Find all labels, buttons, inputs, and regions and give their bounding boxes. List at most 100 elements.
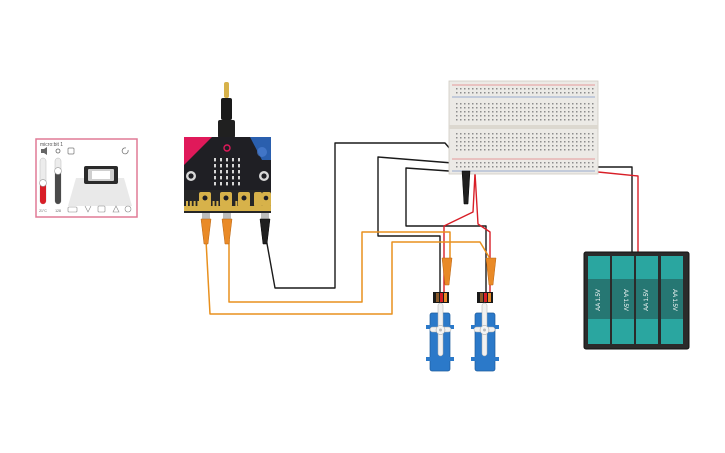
breadboard-hole[interactable] bbox=[472, 166, 474, 168]
breadboard-hole[interactable] bbox=[568, 111, 570, 113]
breadboard-hole[interactable] bbox=[532, 166, 534, 168]
breadboard-hole[interactable] bbox=[504, 162, 506, 164]
breadboard-hole[interactable] bbox=[472, 133, 474, 135]
breadboard-hole[interactable] bbox=[496, 133, 498, 135]
breadboard-hole[interactable] bbox=[512, 133, 514, 135]
breadboard-hole[interactable] bbox=[492, 166, 494, 168]
breadboard-hole[interactable] bbox=[516, 162, 518, 164]
breadboard-hole[interactable] bbox=[468, 137, 470, 139]
breadboard-hole[interactable] bbox=[524, 111, 526, 113]
breadboard-hole[interactable] bbox=[456, 141, 458, 143]
breadboard-hole[interactable] bbox=[532, 141, 534, 143]
breadboard-hole[interactable] bbox=[520, 107, 522, 109]
breadboard-hole[interactable] bbox=[508, 141, 510, 143]
breadboard-hole[interactable] bbox=[512, 103, 514, 105]
breadboard-hole[interactable] bbox=[536, 88, 538, 90]
breadboard-hole[interactable] bbox=[484, 162, 486, 164]
breadboard-hole[interactable] bbox=[580, 111, 582, 113]
breadboard-hole[interactable] bbox=[588, 111, 590, 113]
breadboard-hole[interactable] bbox=[456, 88, 458, 90]
breadboard-hole[interactable] bbox=[540, 92, 542, 94]
breadboard-hole[interactable] bbox=[572, 166, 574, 168]
breadboard-hole[interactable] bbox=[512, 149, 514, 151]
breadboard-hole[interactable] bbox=[460, 141, 462, 143]
breadboard-hole[interactable] bbox=[548, 119, 550, 121]
breadboard-hole[interactable] bbox=[460, 149, 462, 151]
breadboard[interactable] bbox=[448, 80, 599, 175]
breadboard-hole[interactable] bbox=[508, 133, 510, 135]
breadboard-hole[interactable] bbox=[564, 149, 566, 151]
breadboard-hole[interactable] bbox=[472, 115, 474, 117]
breadboard-hole[interactable] bbox=[484, 88, 486, 90]
breadboard-hole[interactable] bbox=[528, 133, 530, 135]
breadboard-hole[interactable] bbox=[488, 103, 490, 105]
breadboard-hole[interactable] bbox=[560, 149, 562, 151]
breadboard-hole[interactable] bbox=[484, 137, 486, 139]
breadboard-hole[interactable] bbox=[580, 166, 582, 168]
breadboard-hole[interactable] bbox=[540, 149, 542, 151]
breadboard-hole[interactable] bbox=[456, 149, 458, 151]
breadboard-hole[interactable] bbox=[504, 137, 506, 139]
breadboard-hole[interactable] bbox=[592, 119, 594, 121]
breadboard-hole[interactable] bbox=[520, 133, 522, 135]
breadboard-hole[interactable] bbox=[568, 133, 570, 135]
breadboard-hole[interactable] bbox=[556, 166, 558, 168]
breadboard-hole[interactable] bbox=[480, 141, 482, 143]
breadboard-hole[interactable] bbox=[492, 103, 494, 105]
alligator-clip-p0[interactable] bbox=[200, 213, 212, 245]
breadboard-hole[interactable] bbox=[496, 145, 498, 147]
breadboard-hole[interactable] bbox=[488, 141, 490, 143]
breadboard-hole[interactable] bbox=[468, 115, 470, 117]
breadboard-hole[interactable] bbox=[520, 162, 522, 164]
breadboard-hole[interactable] bbox=[508, 103, 510, 105]
temperature-slider[interactable] bbox=[39, 157, 47, 205]
breadboard-hole[interactable] bbox=[496, 88, 498, 90]
breadboard-hole[interactable] bbox=[464, 115, 466, 117]
breadboard-hole[interactable] bbox=[568, 137, 570, 139]
breadboard-hole[interactable] bbox=[560, 107, 562, 109]
breadboard-hole[interactable] bbox=[556, 88, 558, 90]
breadboard-hole[interactable] bbox=[472, 107, 474, 109]
pad-2[interactable] bbox=[238, 192, 250, 207]
gesture-shake-icon[interactable] bbox=[67, 206, 78, 213]
breadboard-hole[interactable] bbox=[516, 149, 518, 151]
breadboard-hole[interactable] bbox=[564, 119, 566, 121]
breadboard-hole[interactable] bbox=[580, 92, 582, 94]
breadboard-hole[interactable] bbox=[456, 119, 458, 121]
breadboard-hole[interactable] bbox=[460, 162, 462, 164]
breadboard-hole[interactable] bbox=[572, 88, 574, 90]
breadboard-hole[interactable] bbox=[488, 145, 490, 147]
breadboard-hole[interactable] bbox=[512, 137, 514, 139]
breadboard-hole[interactable] bbox=[564, 92, 566, 94]
breadboard-hole[interactable] bbox=[544, 149, 546, 151]
breadboard-hole[interactable] bbox=[564, 137, 566, 139]
breadboard-hole[interactable] bbox=[544, 103, 546, 105]
breadboard-hole[interactable] bbox=[540, 119, 542, 121]
breadboard-hole[interactable] bbox=[572, 111, 574, 113]
breadboard-hole[interactable] bbox=[556, 149, 558, 151]
breadboard-hole[interactable] bbox=[588, 133, 590, 135]
breadboard-hole[interactable] bbox=[556, 145, 558, 147]
breadboard-hole[interactable] bbox=[484, 92, 486, 94]
breadboard-hole[interactable] bbox=[520, 111, 522, 113]
breadboard-hole[interactable] bbox=[556, 115, 558, 117]
breadboard-hole[interactable] bbox=[580, 119, 582, 121]
breadboard-hole[interactable] bbox=[544, 92, 546, 94]
breadboard-hole[interactable] bbox=[456, 137, 458, 139]
breadboard-hole[interactable] bbox=[520, 92, 522, 94]
breadboard-hole[interactable] bbox=[560, 162, 562, 164]
breadboard-hole[interactable] bbox=[552, 141, 554, 143]
breadboard-hole[interactable] bbox=[472, 92, 474, 94]
microbit-board[interactable] bbox=[184, 82, 271, 213]
breadboard-hole[interactable] bbox=[508, 88, 510, 90]
breadboard-hole[interactable] bbox=[528, 115, 530, 117]
breadboard-hole[interactable] bbox=[568, 145, 570, 147]
breadboard-hole[interactable] bbox=[508, 137, 510, 139]
breadboard-hole[interactable] bbox=[492, 133, 494, 135]
breadboard-hole[interactable] bbox=[460, 166, 462, 168]
breadboard-hole[interactable] bbox=[516, 141, 518, 143]
breadboard-hole[interactable] bbox=[572, 103, 574, 105]
breadboard-hole[interactable] bbox=[504, 107, 506, 109]
breadboard-hole[interactable] bbox=[584, 119, 586, 121]
